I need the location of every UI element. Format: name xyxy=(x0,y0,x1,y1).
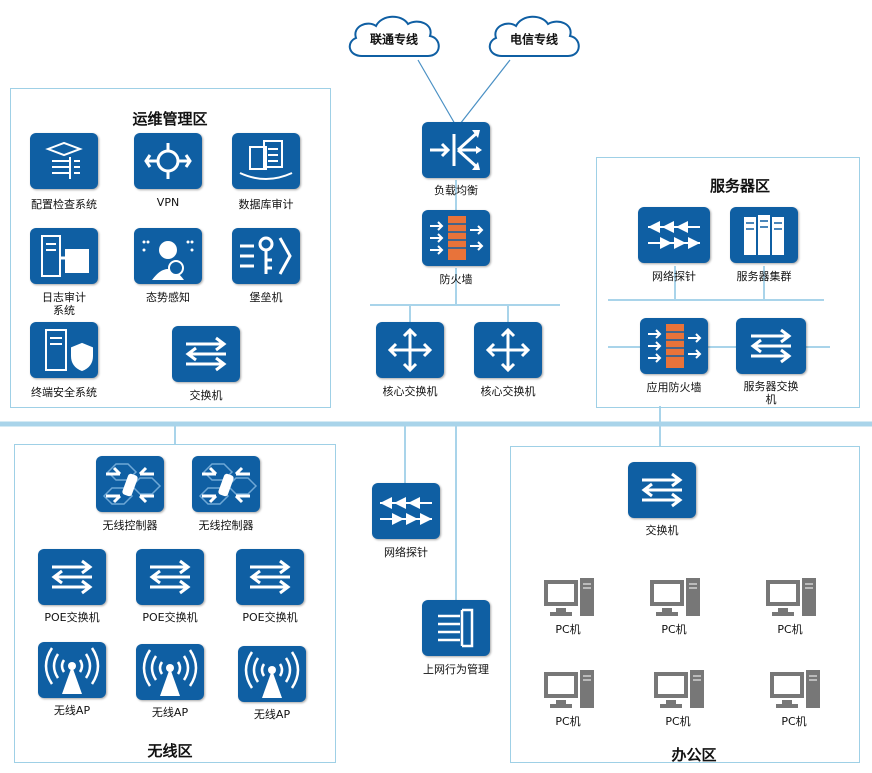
behavior-management-icon xyxy=(422,600,490,656)
wireless-controller-1-icon xyxy=(96,456,164,512)
pc-label: PC机 xyxy=(777,623,803,636)
server-switch-label-text: 服务器交换 机 xyxy=(743,380,799,406)
app-firewall-icon xyxy=(640,318,708,374)
endpoint-security-icon xyxy=(30,322,98,378)
poe-switch-1-icon xyxy=(38,549,106,605)
wireless-ap-3-label: 无线AP xyxy=(253,708,291,721)
pc-label: PC机 xyxy=(781,715,807,728)
situation-awareness-icon xyxy=(134,228,202,284)
cloud-unicom: 联通专线 xyxy=(344,12,444,64)
zone-office-title: 办公区 xyxy=(671,746,717,764)
network-probe-center-label: 网络探针 xyxy=(384,546,428,559)
network-probe-server-icon xyxy=(638,207,710,263)
log-audit-label-text: 日志审计 系统 xyxy=(42,291,86,317)
log-audit-icon xyxy=(30,228,98,284)
core-switch-1-label: 核心交换机 xyxy=(382,385,438,398)
cloud-telecom: 电信专线 xyxy=(484,12,584,64)
zone-office xyxy=(510,446,860,763)
wireless-ap-2-label: 无线AP xyxy=(151,706,189,719)
poe-switch-2-label: POE交换机 xyxy=(142,611,198,624)
wireless-controller-2-label: 无线控制器 xyxy=(198,519,254,532)
network-probe-server-label: 网络探针 xyxy=(652,270,696,283)
ops-switch-icon xyxy=(172,326,240,382)
office-switch-icon xyxy=(628,462,696,518)
pc-icon xyxy=(648,576,704,622)
pc-label: PC机 xyxy=(665,715,691,728)
load-balancer-label: 负载均衡 xyxy=(434,184,478,197)
wireless-controller-2-icon xyxy=(192,456,260,512)
poe-switch-3-icon xyxy=(236,549,304,605)
wireless-ap-2-icon xyxy=(136,644,204,700)
wireless-ap-1-icon xyxy=(38,642,106,698)
zone-server-title: 服务器区 xyxy=(709,177,771,195)
firewall-icon xyxy=(422,210,490,266)
pc-icon xyxy=(764,576,820,622)
behavior-management-label: 上网行为管理 xyxy=(423,663,489,676)
pc-icon xyxy=(652,668,708,714)
pc-label: PC机 xyxy=(661,623,687,636)
cloud-telecom-label: 电信专线 xyxy=(509,32,559,47)
database-audit-label: 数据库审计 xyxy=(238,198,294,211)
zone-ops-title: 运维管理区 xyxy=(132,110,208,128)
core-switch-2-label: 核心交换机 xyxy=(480,385,536,398)
poe-switch-1-label: POE交换机 xyxy=(44,611,100,624)
zone-wireless-title: 无线区 xyxy=(147,742,193,760)
poe-switch-2-icon xyxy=(136,549,204,605)
load-balancer-icon xyxy=(422,122,490,178)
server-cluster-label: 服务器集群 xyxy=(736,270,792,283)
pc-label: PC机 xyxy=(555,623,581,636)
core-switch-1-icon xyxy=(376,322,444,378)
endpoint-security-label: 终端安全系统 xyxy=(31,386,97,399)
zone-ops xyxy=(10,88,331,408)
cloud-icon xyxy=(488,15,580,57)
network-probe-center-icon xyxy=(372,483,440,539)
config-check-icon xyxy=(30,133,98,189)
bastion-host-icon xyxy=(232,228,300,284)
zone-server xyxy=(596,157,860,408)
config-check-label: 配置检查系统 xyxy=(31,198,97,211)
pc-icon xyxy=(768,668,824,714)
bastion-host-label: 堡垒机 xyxy=(249,291,283,304)
wireless-ap-1-label: 无线AP xyxy=(53,704,91,717)
server-switch-icon xyxy=(736,318,806,374)
office-switch-label: 交换机 xyxy=(645,524,679,537)
pc-label: PC机 xyxy=(555,715,581,728)
database-audit-icon xyxy=(232,133,300,189)
cloud-unicom-label: 联通专线 xyxy=(369,32,419,47)
pc-icon xyxy=(542,576,598,622)
ops-switch-label: 交换机 xyxy=(189,389,223,402)
wireless-ap-3-icon xyxy=(238,646,306,702)
zone-wireless xyxy=(14,444,336,763)
wireless-controller-1-label: 无线控制器 xyxy=(102,519,158,532)
server-cluster-icon xyxy=(730,207,798,263)
poe-switch-3-label: POE交换机 xyxy=(242,611,298,624)
server-switch-label: 服务器交换 机 xyxy=(744,380,799,406)
app-firewall-label: 应用防火墙 xyxy=(646,381,702,394)
situation-awareness-label: 态势感知 xyxy=(146,291,190,304)
cloud-icon xyxy=(348,15,440,57)
vpn-label: VPN xyxy=(156,196,180,209)
firewall-label: 防火墙 xyxy=(439,273,473,286)
vpn-icon xyxy=(134,133,202,189)
pc-icon xyxy=(542,668,598,714)
log-audit-label: 日志审计 系统 xyxy=(42,291,86,317)
core-switch-2-icon xyxy=(474,322,542,378)
